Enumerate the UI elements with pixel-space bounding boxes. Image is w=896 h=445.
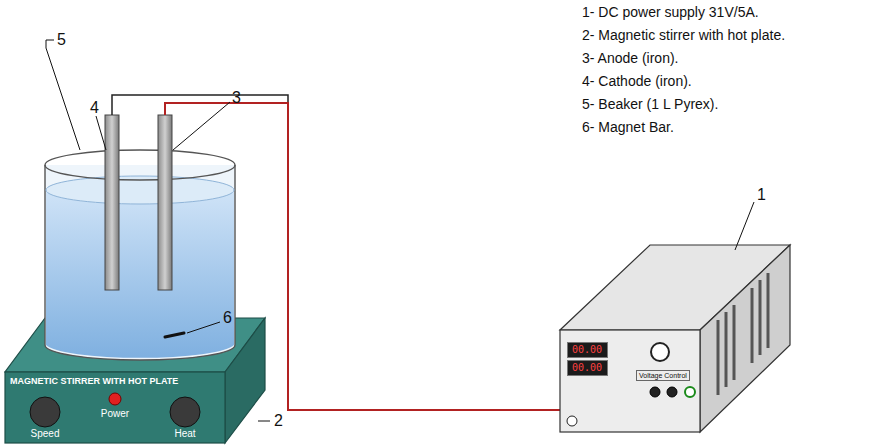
callout-number: 1	[757, 186, 766, 204]
callout-number: 5	[57, 31, 66, 49]
legend-line: 5- Beaker (1 L Pyrex).	[582, 96, 718, 112]
legend-line: 6- Magnet Bar.	[582, 119, 674, 135]
control-label: Voltage Control	[639, 371, 687, 380]
leader-lines	[46, 40, 754, 421]
display-readout: 00.00	[572, 362, 603, 374]
vents	[718, 273, 768, 395]
knob-label: Heat	[174, 428, 195, 439]
power-button	[567, 416, 577, 426]
speed-knob	[30, 397, 60, 427]
callout-number: 2	[274, 412, 283, 430]
display: 00.00	[567, 342, 608, 358]
callout-number: 4	[90, 99, 99, 117]
legend-line: 4- Cathode (iron).	[582, 73, 692, 89]
magnet-bar	[165, 333, 184, 337]
display: 00.00	[567, 360, 608, 376]
heat-knob	[170, 397, 200, 427]
anode	[158, 115, 172, 290]
legend-line: 2- Magnetic stirrer with hot plate.	[582, 27, 785, 43]
power-lamp	[109, 393, 121, 405]
voltage-knob	[651, 343, 669, 361]
cathode	[105, 115, 119, 290]
stirrer-panel: MAGNETIC STIRRER WITH HOT PLATE Speed Powe…	[5, 372, 225, 443]
supply-side	[700, 245, 790, 432]
panel-title: MAGNETIC STIRRER WITH HOT PLATE	[10, 376, 178, 386]
knob-label: Speed	[31, 428, 60, 439]
legend-line: 1- DC power supply 31V/5A.	[582, 4, 759, 20]
legend-line: 3- Anode (iron).	[582, 50, 679, 66]
callout-number: 3	[232, 89, 241, 107]
control-label: Voltage Control	[636, 370, 690, 381]
stirrer-front	[5, 372, 225, 443]
terminal	[650, 387, 660, 397]
terminal	[685, 387, 695, 397]
water	[46, 190, 234, 358]
lamp-label: Power	[101, 408, 129, 419]
terminal	[667, 387, 677, 397]
supply-front	[560, 330, 700, 432]
red-wire	[165, 103, 655, 410]
beaker-rim	[45, 150, 235, 180]
display-readout: 00.00	[572, 344, 603, 356]
black-wire	[112, 95, 288, 115]
callout-number: 6	[223, 309, 232, 327]
beaker-body	[45, 165, 235, 360]
